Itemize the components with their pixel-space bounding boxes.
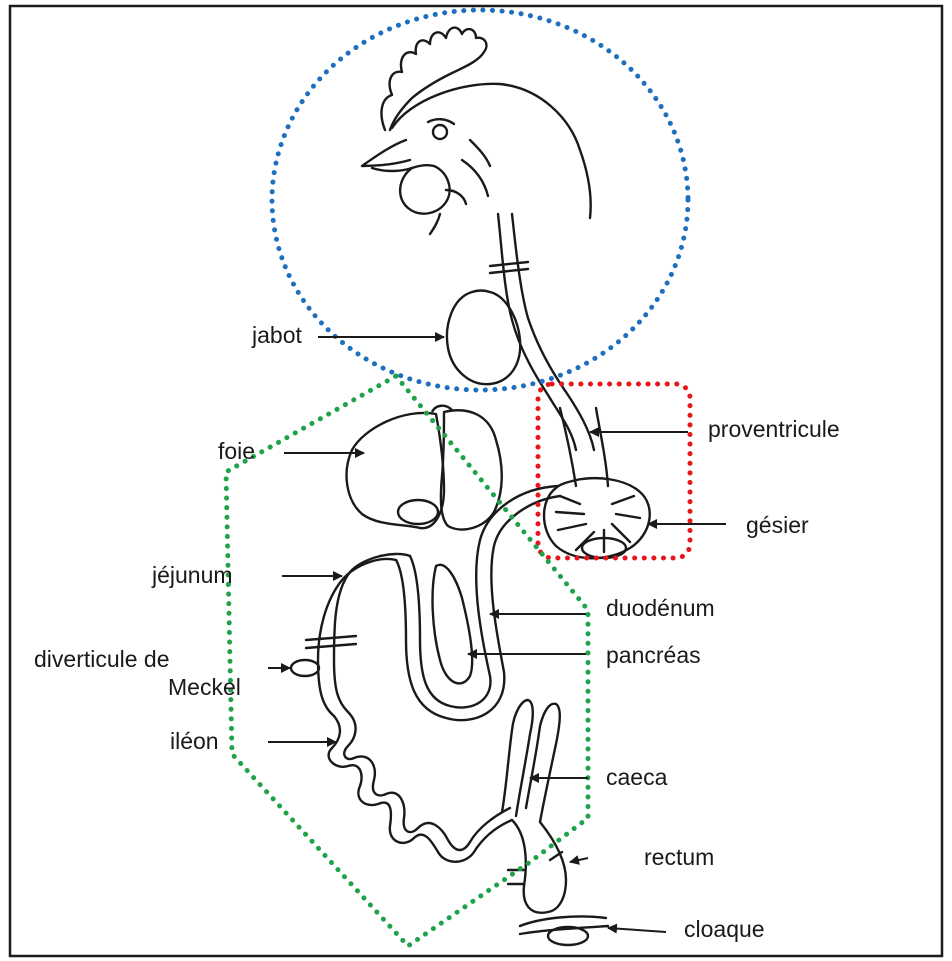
arrow-rectum (570, 858, 588, 862)
pancreas-outline (433, 565, 473, 684)
liver-left-lobe (347, 413, 444, 528)
beak (362, 140, 410, 166)
label-rectum: rectum (644, 844, 714, 871)
head-outline (392, 84, 591, 218)
esophagus-drawing (490, 214, 594, 450)
label-jejunum: jéjunum (152, 562, 233, 589)
comb (381, 28, 486, 130)
label-diverticule-line2: Meckel (168, 674, 241, 701)
label-jabot: jabot (252, 322, 302, 349)
meckel-diverticulum (291, 660, 319, 676)
eye (433, 125, 447, 139)
intestine-drawing (291, 486, 608, 945)
label-gesier: gésier (746, 512, 809, 539)
label-cloaque: cloaque (684, 916, 765, 943)
label-proventricule: proventricule (708, 416, 840, 443)
proventriculus-outline (560, 408, 608, 486)
cloaca-outline (520, 916, 608, 934)
ileum-left (329, 716, 512, 862)
label-ileon: iléon (170, 728, 219, 755)
esophagus-left (498, 214, 576, 450)
beak-lower (372, 168, 412, 171)
rooster-head-drawing (362, 28, 591, 234)
liver-drawing (347, 406, 502, 530)
esophagus-right (512, 214, 594, 450)
label-duodenum: duodénum (606, 595, 715, 622)
figure-frame (10, 6, 942, 956)
label-pancreas: pancréas (606, 642, 701, 669)
wattle (400, 165, 449, 213)
label-diverticule-line1: diverticule de (34, 646, 170, 673)
label-caeca: caeca (606, 764, 667, 791)
upper-zone-outline (272, 10, 688, 390)
ileum-right (344, 712, 510, 850)
jejunum-inner (334, 554, 410, 712)
gizzard-outline (544, 478, 650, 558)
label-foie: foie (218, 438, 255, 465)
stomach-drawing (544, 408, 650, 558)
arrow-cloaque (608, 928, 666, 932)
liver-right-lobe (441, 410, 502, 529)
